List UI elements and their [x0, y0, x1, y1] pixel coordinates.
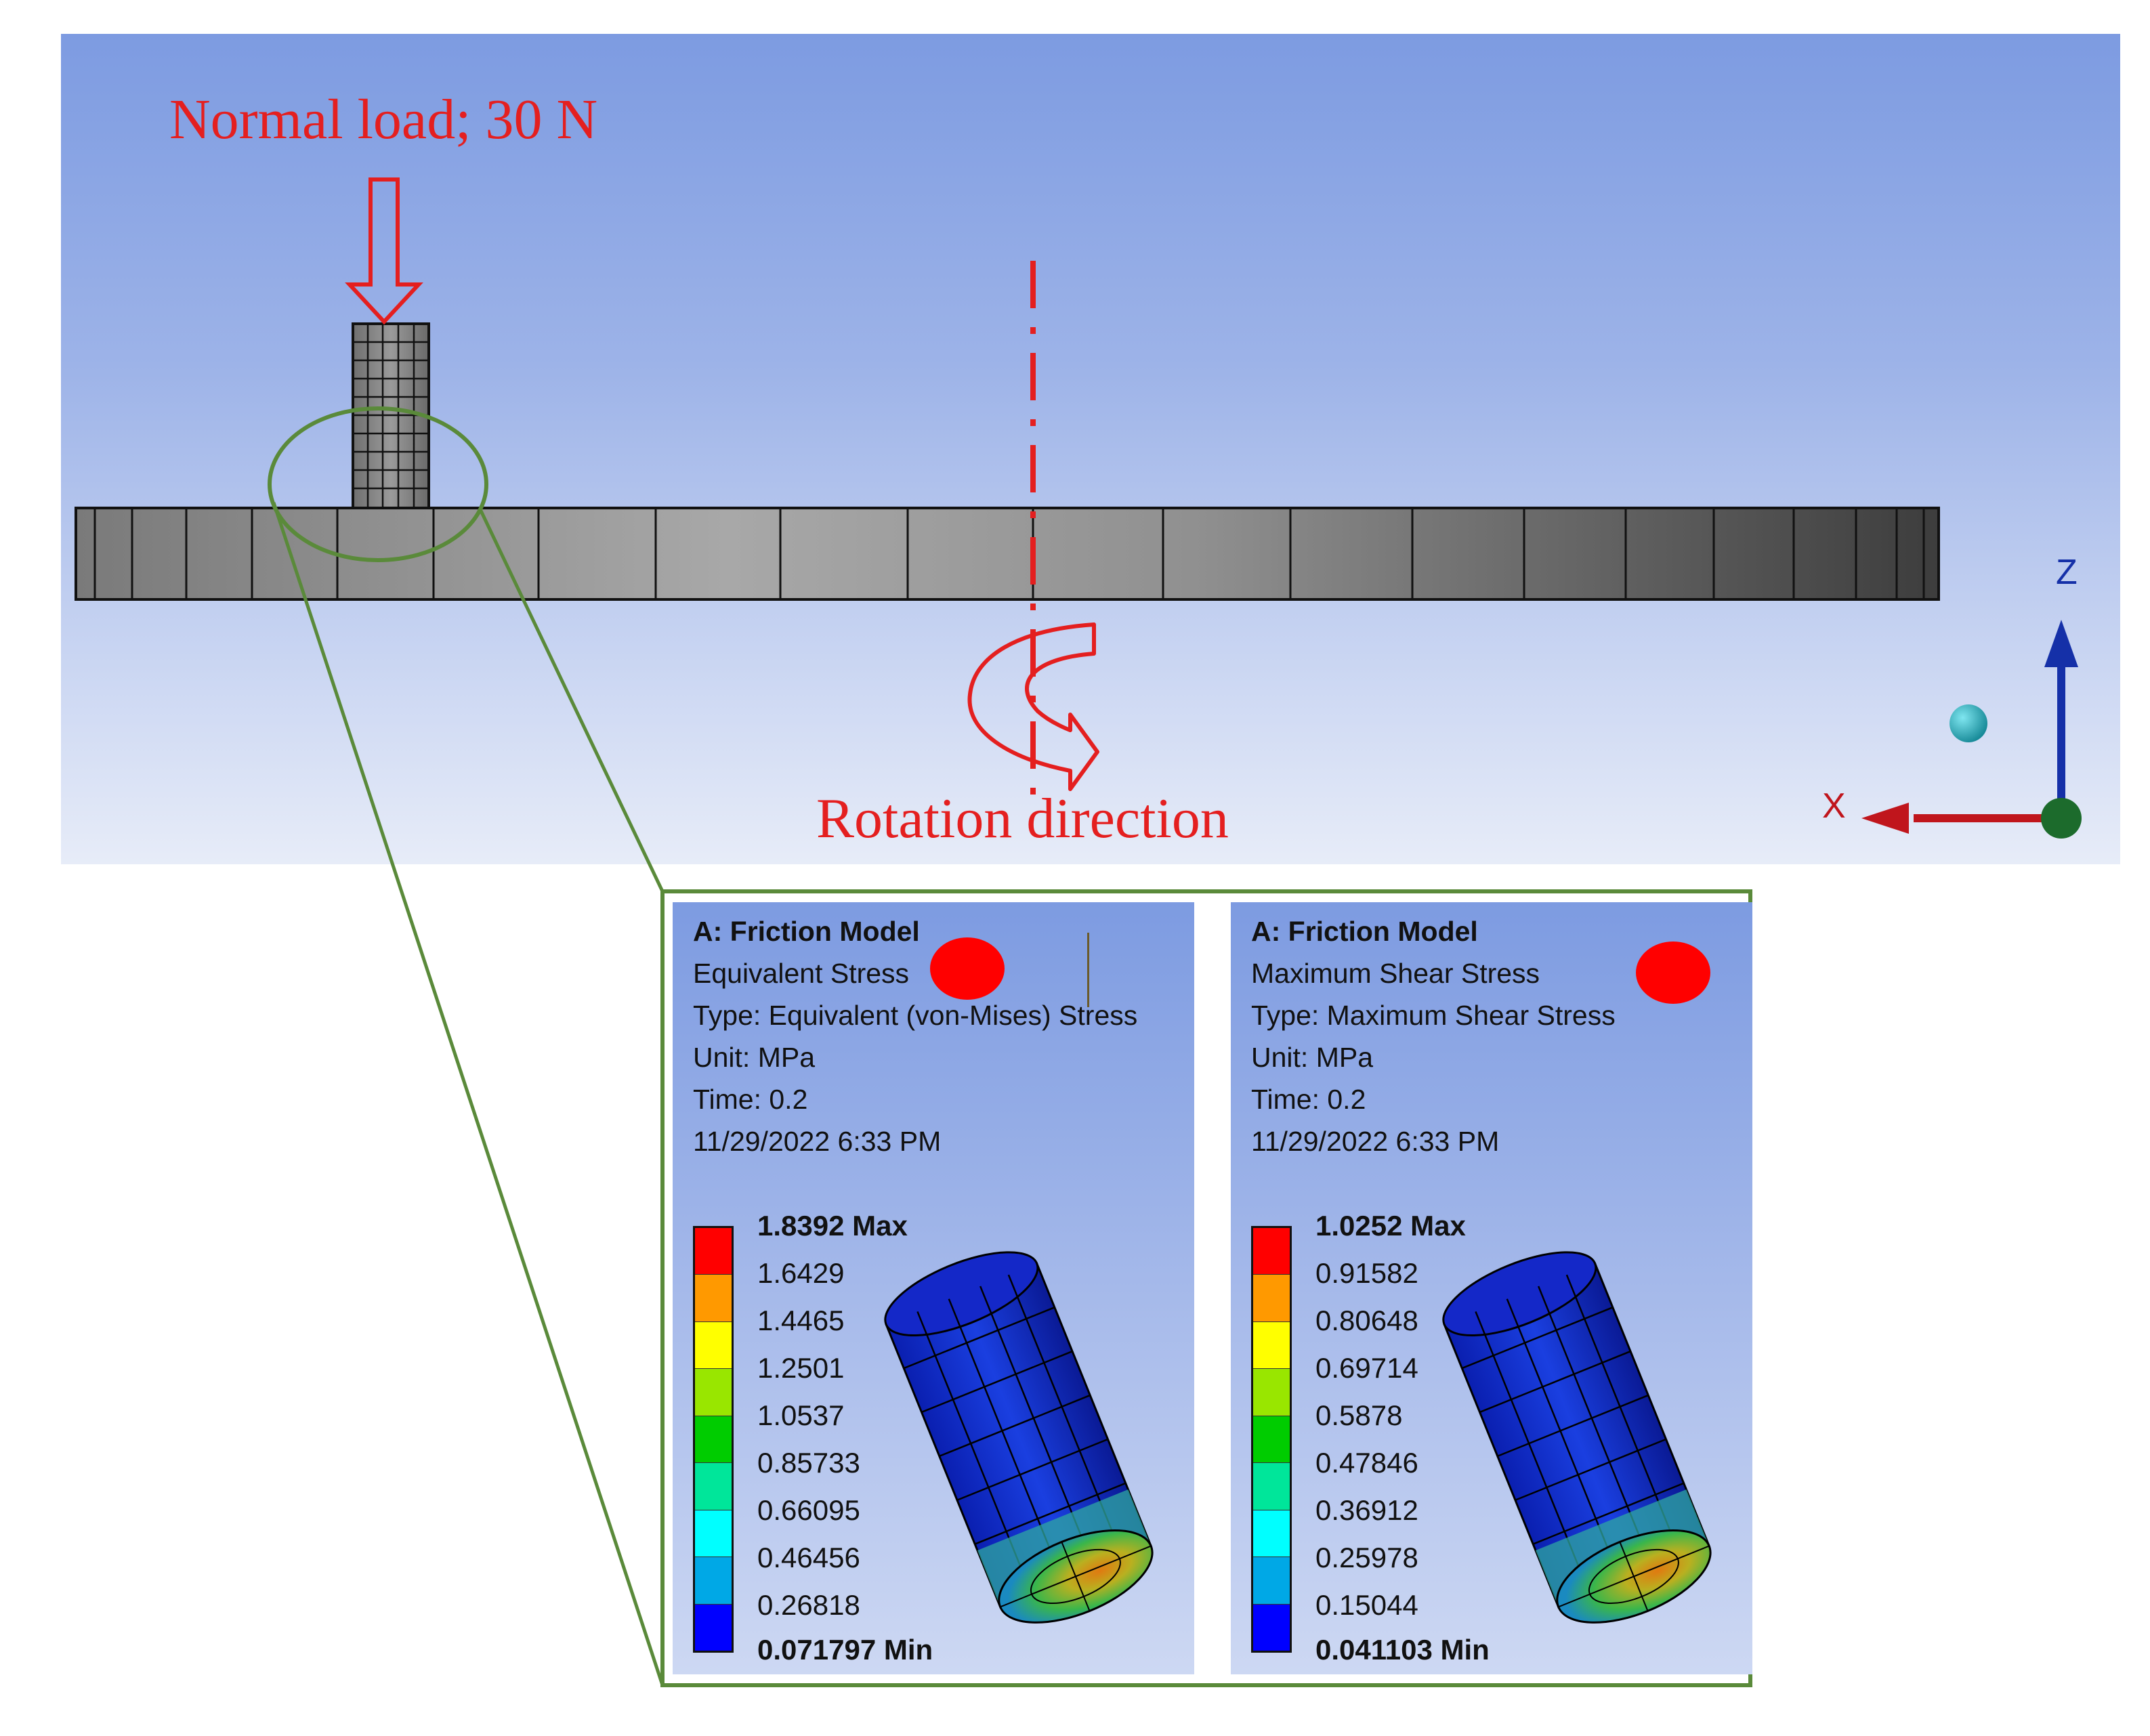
- normal-load-label: Normal load; 30 N: [169, 88, 598, 151]
- legend-tick: 0.85733: [757, 1447, 860, 1479]
- legend-tick-min: 0.041103 Min: [1315, 1634, 1490, 1666]
- color-legend-bar: [693, 1226, 734, 1653]
- legend-tick: 0.26818: [757, 1589, 860, 1621]
- panel-title: A: Friction Model: [693, 916, 920, 947]
- legend-tick: 0.91582: [1315, 1257, 1418, 1289]
- legend-tick-max: 1.0252 Max: [1315, 1210, 1466, 1242]
- legend-tick: 0.46456: [757, 1542, 860, 1573]
- legend-swatch: [695, 1228, 732, 1275]
- callout-line-right: [478, 507, 665, 893]
- legend-tick: 0.66095: [757, 1494, 860, 1526]
- legend-tick: 0.47846: [1315, 1447, 1418, 1479]
- legend-swatch: [695, 1275, 732, 1322]
- triad-x-label: X: [1822, 786, 1846, 826]
- legend-tick-min: 0.071797 Min: [757, 1634, 933, 1666]
- legend-swatch: [695, 1369, 732, 1416]
- legend-swatch: [1253, 1557, 1290, 1605]
- rotation-direction-label: Rotation direction: [816, 787, 1229, 850]
- result-time: Time: 0.2: [693, 1084, 808, 1115]
- legend-tick: 0.15044: [1315, 1589, 1418, 1621]
- max-shear-stress-panel: A: Friction Model Maximum Shear Stress T…: [1231, 902, 1752, 1674]
- normal-load-arrow: [345, 177, 423, 325]
- legend-swatch: [695, 1510, 732, 1558]
- legend-tick: 1.0537: [757, 1399, 845, 1431]
- disc: [75, 507, 1940, 601]
- color-legend-bar: [1251, 1226, 1292, 1653]
- cursor-mark: [1087, 933, 1089, 1007]
- result-date: 11/29/2022 6:33 PM: [1251, 1126, 1500, 1157]
- legend-tick: 1.6429: [757, 1257, 845, 1289]
- legend-swatch: [1253, 1369, 1290, 1416]
- result-date: 11/29/2022 6:33 PM: [693, 1126, 942, 1157]
- legend-tick: 1.2501: [757, 1352, 845, 1384]
- legend-tick: 0.69714: [1315, 1352, 1418, 1384]
- legend-tick: 0.80648: [1315, 1305, 1418, 1336]
- result-name: Equivalent Stress: [693, 958, 910, 989]
- triad-z-label: Z: [2056, 553, 2078, 592]
- red-marker: [1636, 941, 1710, 1004]
- legend-tick: 0.5878: [1315, 1399, 1403, 1431]
- result-unit: Unit: MPa: [1251, 1042, 1373, 1073]
- stress-contour-pin: [884, 1251, 1154, 1624]
- legend-swatch: [1253, 1321, 1290, 1370]
- legend-swatch: [1253, 1463, 1290, 1510]
- red-marker: [930, 937, 1005, 1000]
- legend-swatch: [695, 1557, 732, 1605]
- legend-tick: 0.25978: [1315, 1542, 1418, 1573]
- result-unit: Unit: MPa: [693, 1042, 815, 1073]
- legend-swatch: [1253, 1416, 1290, 1464]
- legend-tick-max: 1.8392 Max: [757, 1210, 908, 1242]
- coordinate-triad: [1861, 620, 2082, 839]
- shear-contour-pin: [1442, 1251, 1712, 1624]
- result-type: Type: Equivalent (von-Mises) Stress: [693, 1000, 1138, 1031]
- legend-swatch: [695, 1604, 732, 1651]
- legend-swatch: [695, 1463, 732, 1510]
- legend-tick: 1.4465: [757, 1305, 845, 1336]
- contact-zone-ellipse: [268, 406, 488, 562]
- panel-title: A: Friction Model: [1251, 916, 1478, 947]
- legend-swatch: [1253, 1228, 1290, 1275]
- legend-swatch: [695, 1416, 732, 1464]
- result-type: Type: Maximum Shear Stress: [1251, 1000, 1616, 1031]
- legend-tick: 0.36912: [1315, 1494, 1418, 1526]
- result-name: Maximum Shear Stress: [1251, 958, 1540, 989]
- equivalent-stress-panel: A: Friction Model Equivalent Stress Type…: [673, 902, 1194, 1674]
- legend-swatch: [1253, 1604, 1290, 1651]
- result-time: Time: 0.2: [1251, 1084, 1366, 1115]
- callout-line-left: [272, 502, 665, 1686]
- rotation-arrow: [967, 622, 1099, 791]
- legend-swatch: [1253, 1275, 1290, 1322]
- legend-swatch: [695, 1321, 732, 1370]
- pin: [352, 322, 430, 509]
- legend-swatch: [1253, 1510, 1290, 1558]
